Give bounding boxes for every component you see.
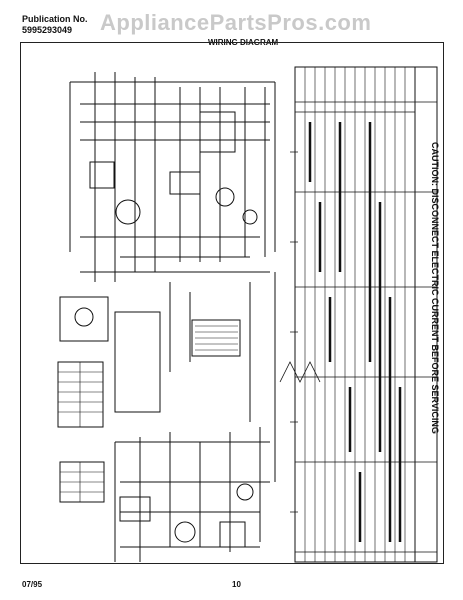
publication-info: Publication No. 5995293049 — [22, 14, 88, 36]
wiring-diagram: CAUTION: DISCONNECT ELECTRIC CURRENT BEF… — [20, 42, 444, 564]
publication-number: 5995293049 — [22, 25, 73, 35]
diagram-frame — [20, 42, 444, 564]
timer-chart — [290, 66, 438, 563]
footer-date: 07/95 — [22, 580, 43, 589]
publication-label: Publication No. — [22, 14, 88, 24]
brand-watermark: AppliancePartsPros.com — [100, 10, 372, 35]
wiring-diagram-page: CAUTION: DISCONNECT ELECTRIC CURRENT BEF… — [20, 42, 444, 564]
caution-text: CAUTION: DISCONNECT ELECTRIC CURRENT BEF… — [430, 142, 440, 434]
schematic — [57, 72, 321, 562]
footer-page-number: 10 — [232, 580, 241, 589]
